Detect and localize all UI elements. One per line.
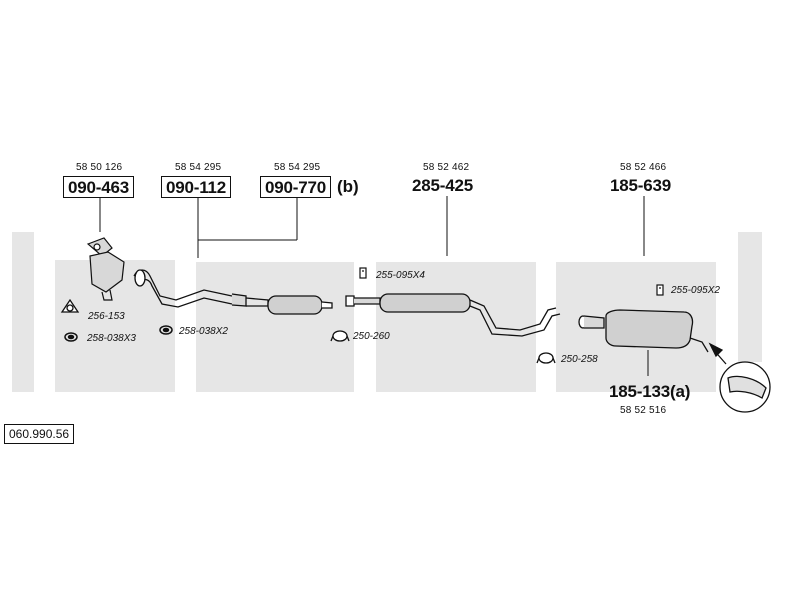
background-band bbox=[376, 262, 536, 392]
accessory-code[interactable]: 255-095X2 bbox=[671, 285, 720, 296]
accessory-code[interactable]: 255-095X4 bbox=[376, 270, 425, 281]
clamp-icon bbox=[536, 352, 556, 364]
accessory-code[interactable]: 250-258 bbox=[561, 354, 598, 365]
part-number-185-639[interactable]: 185-639 bbox=[610, 176, 671, 195]
accessory-code[interactable]: 256-153 bbox=[88, 311, 125, 322]
rear-silencer-icon bbox=[578, 309, 709, 353]
background-band bbox=[12, 232, 34, 392]
accessory-code[interactable]: 258-038X2 bbox=[179, 326, 228, 337]
variant-suffix: (b) bbox=[337, 177, 359, 196]
tailpipe-detail-icon bbox=[708, 342, 771, 413]
front-pipe-icon bbox=[133, 269, 247, 308]
oe-number: 58 54 295 bbox=[274, 162, 321, 173]
leader-lines bbox=[99, 196, 649, 376]
oe-number: 58 54 295 bbox=[175, 162, 222, 173]
rubber-ring-icon bbox=[64, 332, 78, 342]
clamp-icon bbox=[330, 330, 350, 342]
oe-number: 58 52 516 bbox=[620, 405, 667, 416]
bolt-icon bbox=[359, 267, 367, 279]
background-band bbox=[196, 262, 354, 392]
accessory-code[interactable]: 258-038X3 bbox=[87, 333, 136, 344]
oe-number: 58 50 126 bbox=[76, 162, 123, 173]
part-number-285-425[interactable]: 285-425 bbox=[412, 176, 473, 195]
background-band bbox=[738, 232, 762, 362]
catalytic-converter-icon bbox=[86, 237, 125, 301]
diagram-id: 060.990.56 bbox=[4, 424, 75, 444]
gasket-icon bbox=[60, 298, 80, 313]
part-number-090-112[interactable]: 090-112 bbox=[161, 176, 232, 198]
front-silencer-icon bbox=[245, 295, 333, 315]
part-number-090-770[interactable]: 090-770 bbox=[260, 176, 331, 198]
rubber-ring-icon bbox=[159, 325, 173, 335]
accessory-code[interactable]: 250-260 bbox=[353, 331, 390, 342]
bolt-icon bbox=[656, 284, 664, 296]
centre-silencer-icon bbox=[345, 293, 561, 337]
part-number-185-133[interactable]: 185-133(a) bbox=[609, 382, 691, 401]
oe-number: 58 52 466 bbox=[620, 162, 667, 173]
oe-number: 58 52 462 bbox=[423, 162, 470, 173]
part-number-090-463[interactable]: 090-463 bbox=[63, 176, 134, 198]
